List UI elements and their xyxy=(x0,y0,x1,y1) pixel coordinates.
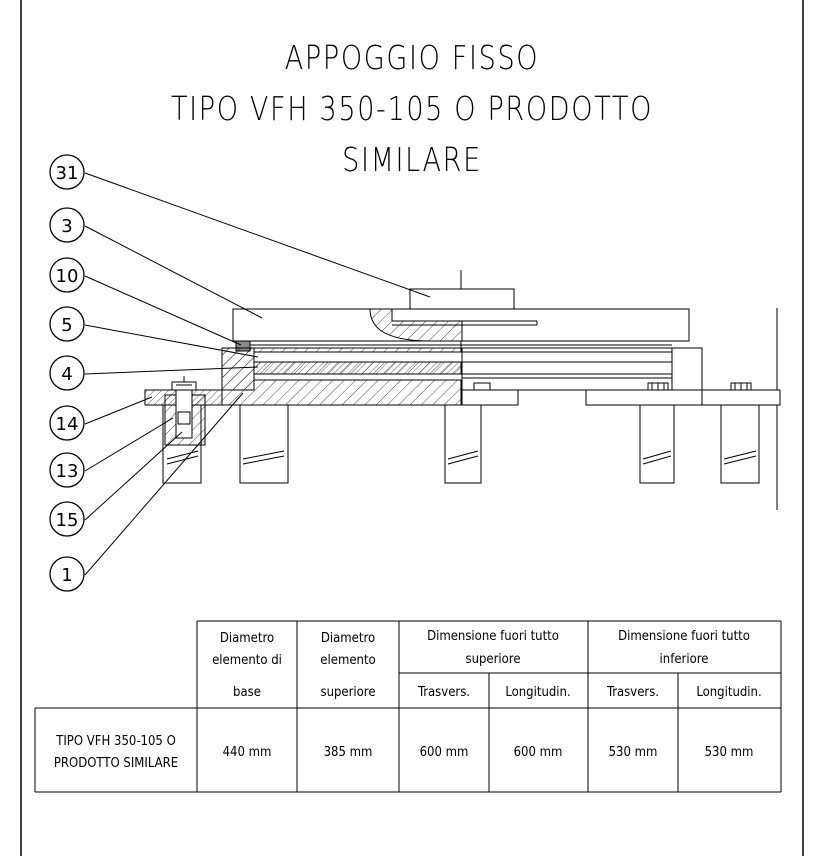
subheader-inf-long: Longitudin. xyxy=(696,685,761,700)
header-sup-2: superiore xyxy=(465,652,520,667)
cell-inf-trasv: 530 mm xyxy=(609,745,658,760)
title-line-2: TIPO VFH 350-105 O PRODOTTO xyxy=(170,89,654,128)
drawing-frame xyxy=(20,0,804,856)
subheader-sup-trasv: Trasvers. xyxy=(417,685,470,700)
bolt-heads-right xyxy=(473,382,752,391)
header-top-diam-2: elemento xyxy=(320,653,375,668)
title-line-3: SIMILARE xyxy=(342,140,482,179)
callout-15: 15 xyxy=(49,501,85,537)
subheader-sup-long: Longitudin. xyxy=(505,685,570,700)
svg-text:3: 3 xyxy=(61,216,72,237)
title-line-1: APPOGGIO FISSO xyxy=(284,38,540,77)
cell-inf-long: 530 mm xyxy=(705,745,754,760)
svg-text:1: 1 xyxy=(61,565,72,586)
svg-text:31: 31 xyxy=(56,163,79,184)
cell-top-diam: 385 mm xyxy=(324,745,373,760)
callout-5: 5 xyxy=(49,306,85,342)
svg-text:13: 13 xyxy=(56,461,79,482)
subheader-inf-trasv: Trasvers. xyxy=(606,685,659,700)
header-top-diam-1: Diametro xyxy=(321,631,375,646)
callout-3: 3 xyxy=(49,207,85,243)
svg-text:15: 15 xyxy=(56,510,79,531)
row-label-2: PRODOTTO SIMILARE xyxy=(54,756,178,771)
header-base-diam-1: Diametro xyxy=(220,631,274,646)
leader-lines xyxy=(84,172,431,576)
dimension-table xyxy=(34,620,782,793)
header-inf-2: inferiore xyxy=(660,652,709,667)
header-base-diam-3: base xyxy=(233,685,261,700)
cell-sup-long: 600 mm xyxy=(514,745,563,760)
callout-10: 10 xyxy=(49,257,85,293)
retaining-blocks xyxy=(221,347,255,391)
svg-text:4: 4 xyxy=(61,364,72,385)
anchor-plate-left xyxy=(144,376,223,446)
callout-13: 13 xyxy=(49,452,85,488)
table-text: Diametro elemento di base Diametro eleme… xyxy=(54,629,762,771)
callout-14: 14 xyxy=(49,405,85,441)
header-top-diam-3: superiore xyxy=(320,685,375,700)
callout-1: 1 xyxy=(49,556,85,592)
callout-4: 4 xyxy=(49,355,85,391)
bearing-layers xyxy=(253,347,703,391)
anchor-bolts xyxy=(162,404,760,484)
svg-text:10: 10 xyxy=(56,266,79,287)
cell-sup-trasv: 600 mm xyxy=(420,745,469,760)
header-sup-1: Dimensione fuori tutto xyxy=(427,629,559,644)
top-plate xyxy=(232,288,690,352)
row-label-1: TIPO VFH 350-105 O xyxy=(55,734,176,749)
svg-text:14: 14 xyxy=(56,414,79,435)
header-base-diam-2: elemento di xyxy=(212,653,282,668)
header-inf-1: Dimensione fuori tutto xyxy=(618,629,750,644)
callout-31: 31 xyxy=(49,154,85,190)
svg-text:5: 5 xyxy=(61,315,72,336)
cell-base-diam: 440 mm xyxy=(223,745,272,760)
